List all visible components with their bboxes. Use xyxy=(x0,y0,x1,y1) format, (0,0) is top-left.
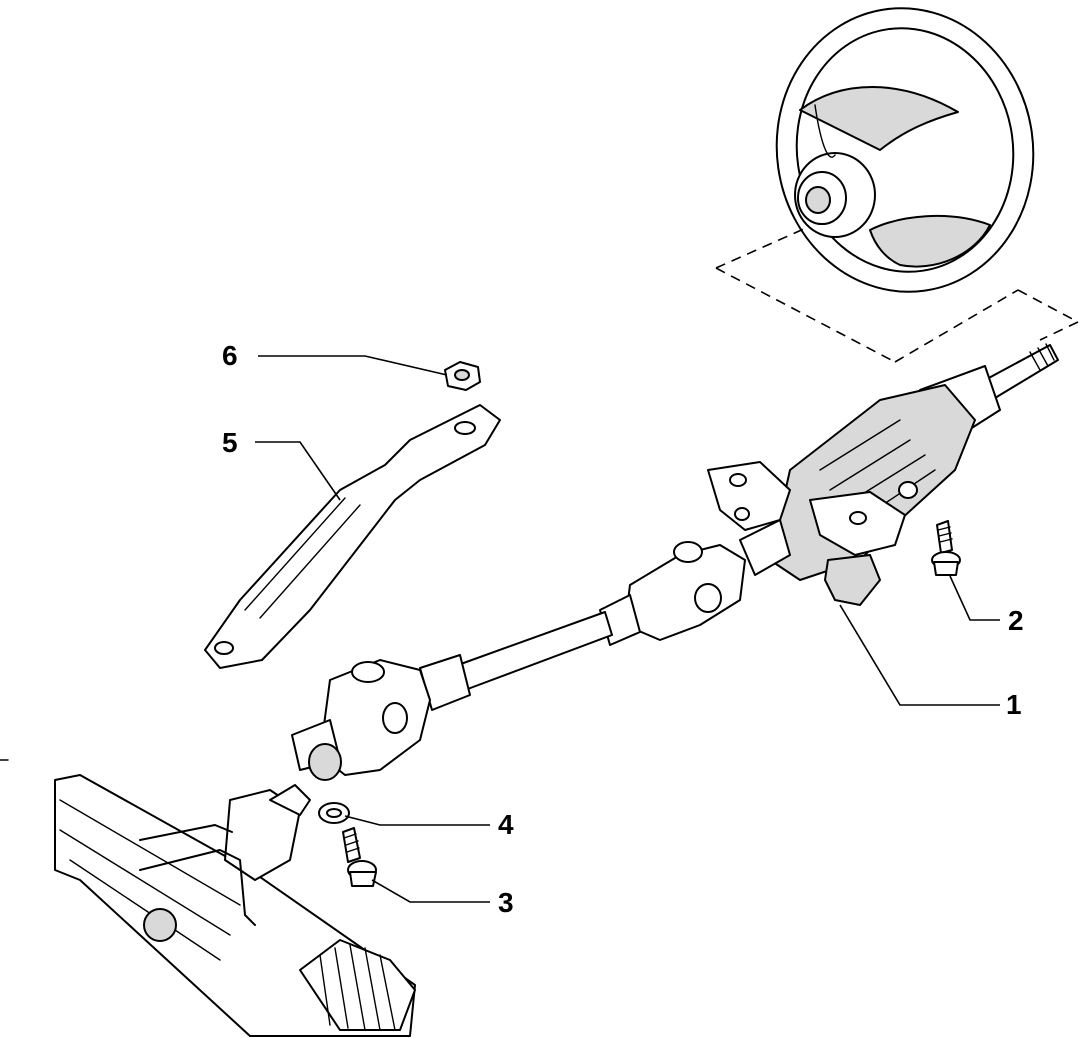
callout-5: 5 xyxy=(222,427,238,458)
leader-1 xyxy=(839,604,1000,706)
bolt-3 xyxy=(342,827,377,887)
leader-3 xyxy=(371,879,490,903)
steering-column-assembly xyxy=(707,343,1059,606)
washer xyxy=(318,802,350,824)
assembly-guide-lines xyxy=(715,227,1079,363)
leader-4 xyxy=(344,815,490,826)
steering-rack xyxy=(0,759,416,1037)
strut-bar xyxy=(204,404,501,669)
callout-3: 3 xyxy=(498,887,514,918)
bolt-2 xyxy=(931,520,961,576)
callout-6: 6 xyxy=(222,340,238,371)
steering-wheel xyxy=(775,7,1035,293)
intermediate-shaft xyxy=(291,541,746,781)
callout-2: 2 xyxy=(1008,605,1024,636)
leader-6 xyxy=(258,355,448,376)
callout-4: 4 xyxy=(498,809,514,840)
leader-lines xyxy=(255,355,1000,903)
callout-1: 1 xyxy=(1006,689,1022,720)
leader-2 xyxy=(949,575,1000,621)
nut xyxy=(444,361,481,391)
leader-5 xyxy=(255,441,341,501)
